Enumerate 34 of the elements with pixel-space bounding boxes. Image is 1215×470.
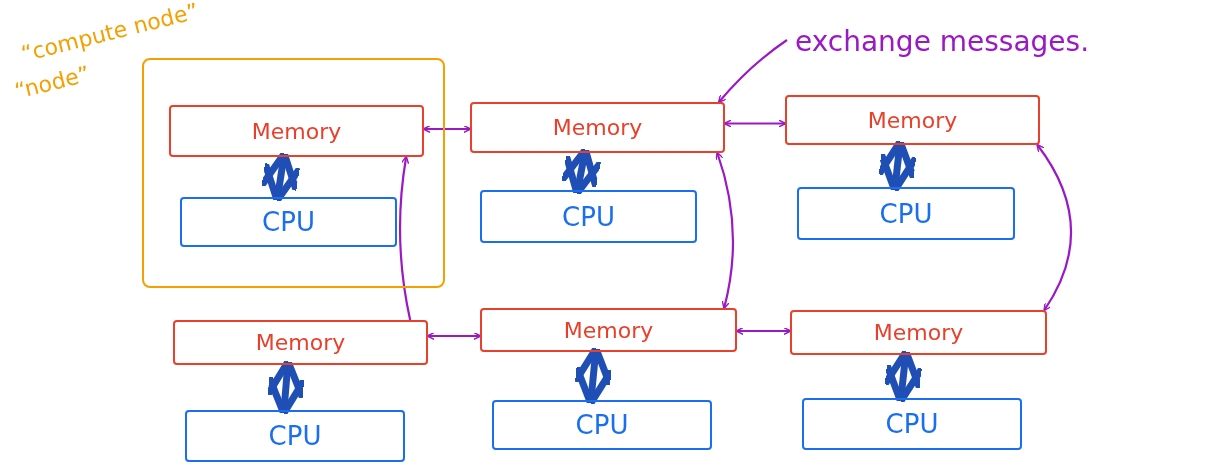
memory-box: [169, 105, 424, 157]
box-label: CPU: [262, 207, 315, 237]
box-label: Memory: [563, 317, 654, 343]
cpu-box: [185, 410, 405, 462]
arrow: [717, 39, 788, 104]
arrow: [735, 326, 792, 336]
arrow: [715, 151, 735, 310]
box-label: Memory: [255, 330, 346, 355]
cpu-box: [802, 398, 1022, 450]
memory-box: [480, 308, 737, 352]
memory-box: [470, 102, 725, 153]
arrow: [422, 124, 472, 134]
box-label: CPU: [268, 421, 322, 451]
arrow: [1036, 143, 1072, 312]
node-heading: “node”: [12, 61, 93, 104]
memory-box: [790, 310, 1047, 355]
box-label: CPU: [885, 409, 939, 439]
cpu-box: [797, 187, 1015, 240]
box-label: CPU: [879, 198, 933, 229]
cpu-box: [492, 400, 712, 450]
cpu-box: [480, 190, 697, 243]
box-label: CPU: [575, 410, 629, 440]
annotation-text: exchange messages.: [795, 25, 1090, 58]
arrow: [426, 331, 482, 341]
memory-box: [785, 95, 1040, 145]
arrow: [398, 155, 412, 321]
cpu-box: [180, 197, 397, 247]
arrow: [723, 119, 787, 128]
box-label: Memory: [873, 320, 964, 345]
box-label: Memory: [867, 107, 958, 133]
box-label: Memory: [251, 118, 342, 144]
box-label: Memory: [552, 115, 643, 140]
box-label: CPU: [562, 201, 615, 232]
memory-box: [173, 320, 428, 365]
